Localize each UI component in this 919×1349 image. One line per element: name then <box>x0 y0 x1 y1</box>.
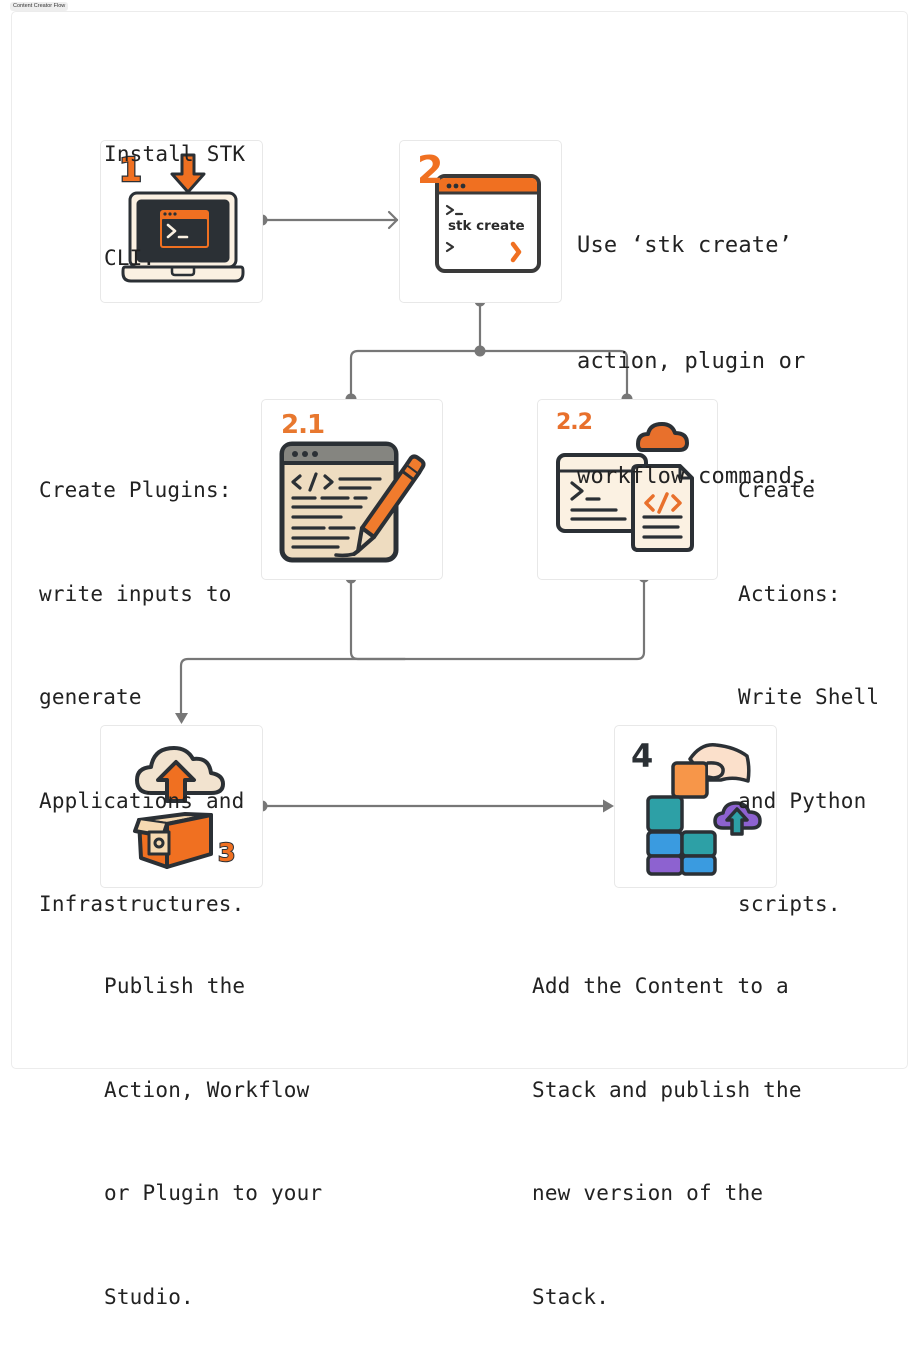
description-line: Studio. <box>104 1284 194 1309</box>
step-2-1-description: Create Plugins: write inputs to generate… <box>39 404 245 956</box>
step-4-card[interactable]: 4 <box>614 725 777 888</box>
description-line: new version of the <box>532 1181 764 1205</box>
step-2-1-badge: 2.1 <box>281 410 325 440</box>
laptop-download-terminal-icon <box>121 153 245 283</box>
step-1-card[interactable]: 1 <box>100 140 263 303</box>
step-1-description: Install STK CLI. <box>104 68 245 310</box>
connector-branch <box>349 349 629 401</box>
description-line: Infrastructures. <box>39 892 245 916</box>
step-2-card[interactable]: stk create 2 <box>399 140 562 303</box>
step-3-card[interactable]: 3 <box>100 725 263 888</box>
description-line: action, plugin or <box>577 348 806 374</box>
description-line: Write Shell <box>738 685 880 709</box>
step-4-description: Add the Content to a Stack and publish t… <box>532 900 802 1349</box>
step-4-badge: 4 <box>631 737 654 775</box>
terminal-window-icon <box>435 174 541 273</box>
step-2-description: Use ‘stk create’ action, plugin or workf… <box>577 150 819 535</box>
step-1-badge: 1 <box>118 150 143 189</box>
description-line: write inputs to <box>39 581 232 606</box>
step-2-badge: 2 <box>417 148 444 192</box>
stack-blocks-hand-icon <box>646 743 762 876</box>
step-2-2-badge: 2.2 <box>556 410 593 435</box>
frame-title-tag: Content Creator Flow <box>10 2 69 11</box>
connector-merge <box>349 575 646 661</box>
description-line: or Plugin to your <box>104 1181 323 1205</box>
description-line: CLI. <box>104 245 156 270</box>
step-3-badge: 3 <box>217 838 236 868</box>
arrowhead-open-1-to-2 <box>387 210 399 230</box>
description-line: Use ‘stk create’ <box>577 233 793 258</box>
description-line: Publish the <box>104 974 246 998</box>
arrowhead-right <box>603 799 614 813</box>
description-line: Stack. <box>532 1284 610 1309</box>
description-line: Add the Content to a <box>532 974 789 998</box>
description-line: Install STK <box>104 142 246 166</box>
connector-merge-to-3 <box>179 657 407 716</box>
description-line: Actions: <box>738 581 841 606</box>
description-line: Create <box>738 478 816 502</box>
terminal-command-text: stk create <box>448 218 525 234</box>
description-line: and Python <box>738 788 867 813</box>
step-3-description: Publish the Action, Workflow or Plugin t… <box>104 900 322 1349</box>
description-line: Create Plugins: <box>39 478 232 502</box>
connector-dot <box>474 345 486 357</box>
step-2-2-description: Create Actions: Write Shell and Python s… <box>738 404 879 956</box>
step-2-2-card[interactable]: 2.2 <box>537 399 718 580</box>
description-line: workflow commands. <box>577 464 820 489</box>
description-line: Action, Workflow <box>104 1077 310 1102</box>
description-line: Stack and publish the <box>532 1077 802 1102</box>
description-line: scripts. <box>738 892 841 916</box>
arrowhead-down <box>175 713 188 724</box>
box-cloud-upload-icon <box>133 746 225 869</box>
step-2-1-card[interactable]: 2.1 <box>261 399 443 580</box>
description-line: generate <box>39 685 142 709</box>
description-line: Applications and <box>39 788 245 813</box>
terminal-script-cloud-icon <box>556 422 694 552</box>
code-editor-pencil-icon <box>279 441 426 563</box>
